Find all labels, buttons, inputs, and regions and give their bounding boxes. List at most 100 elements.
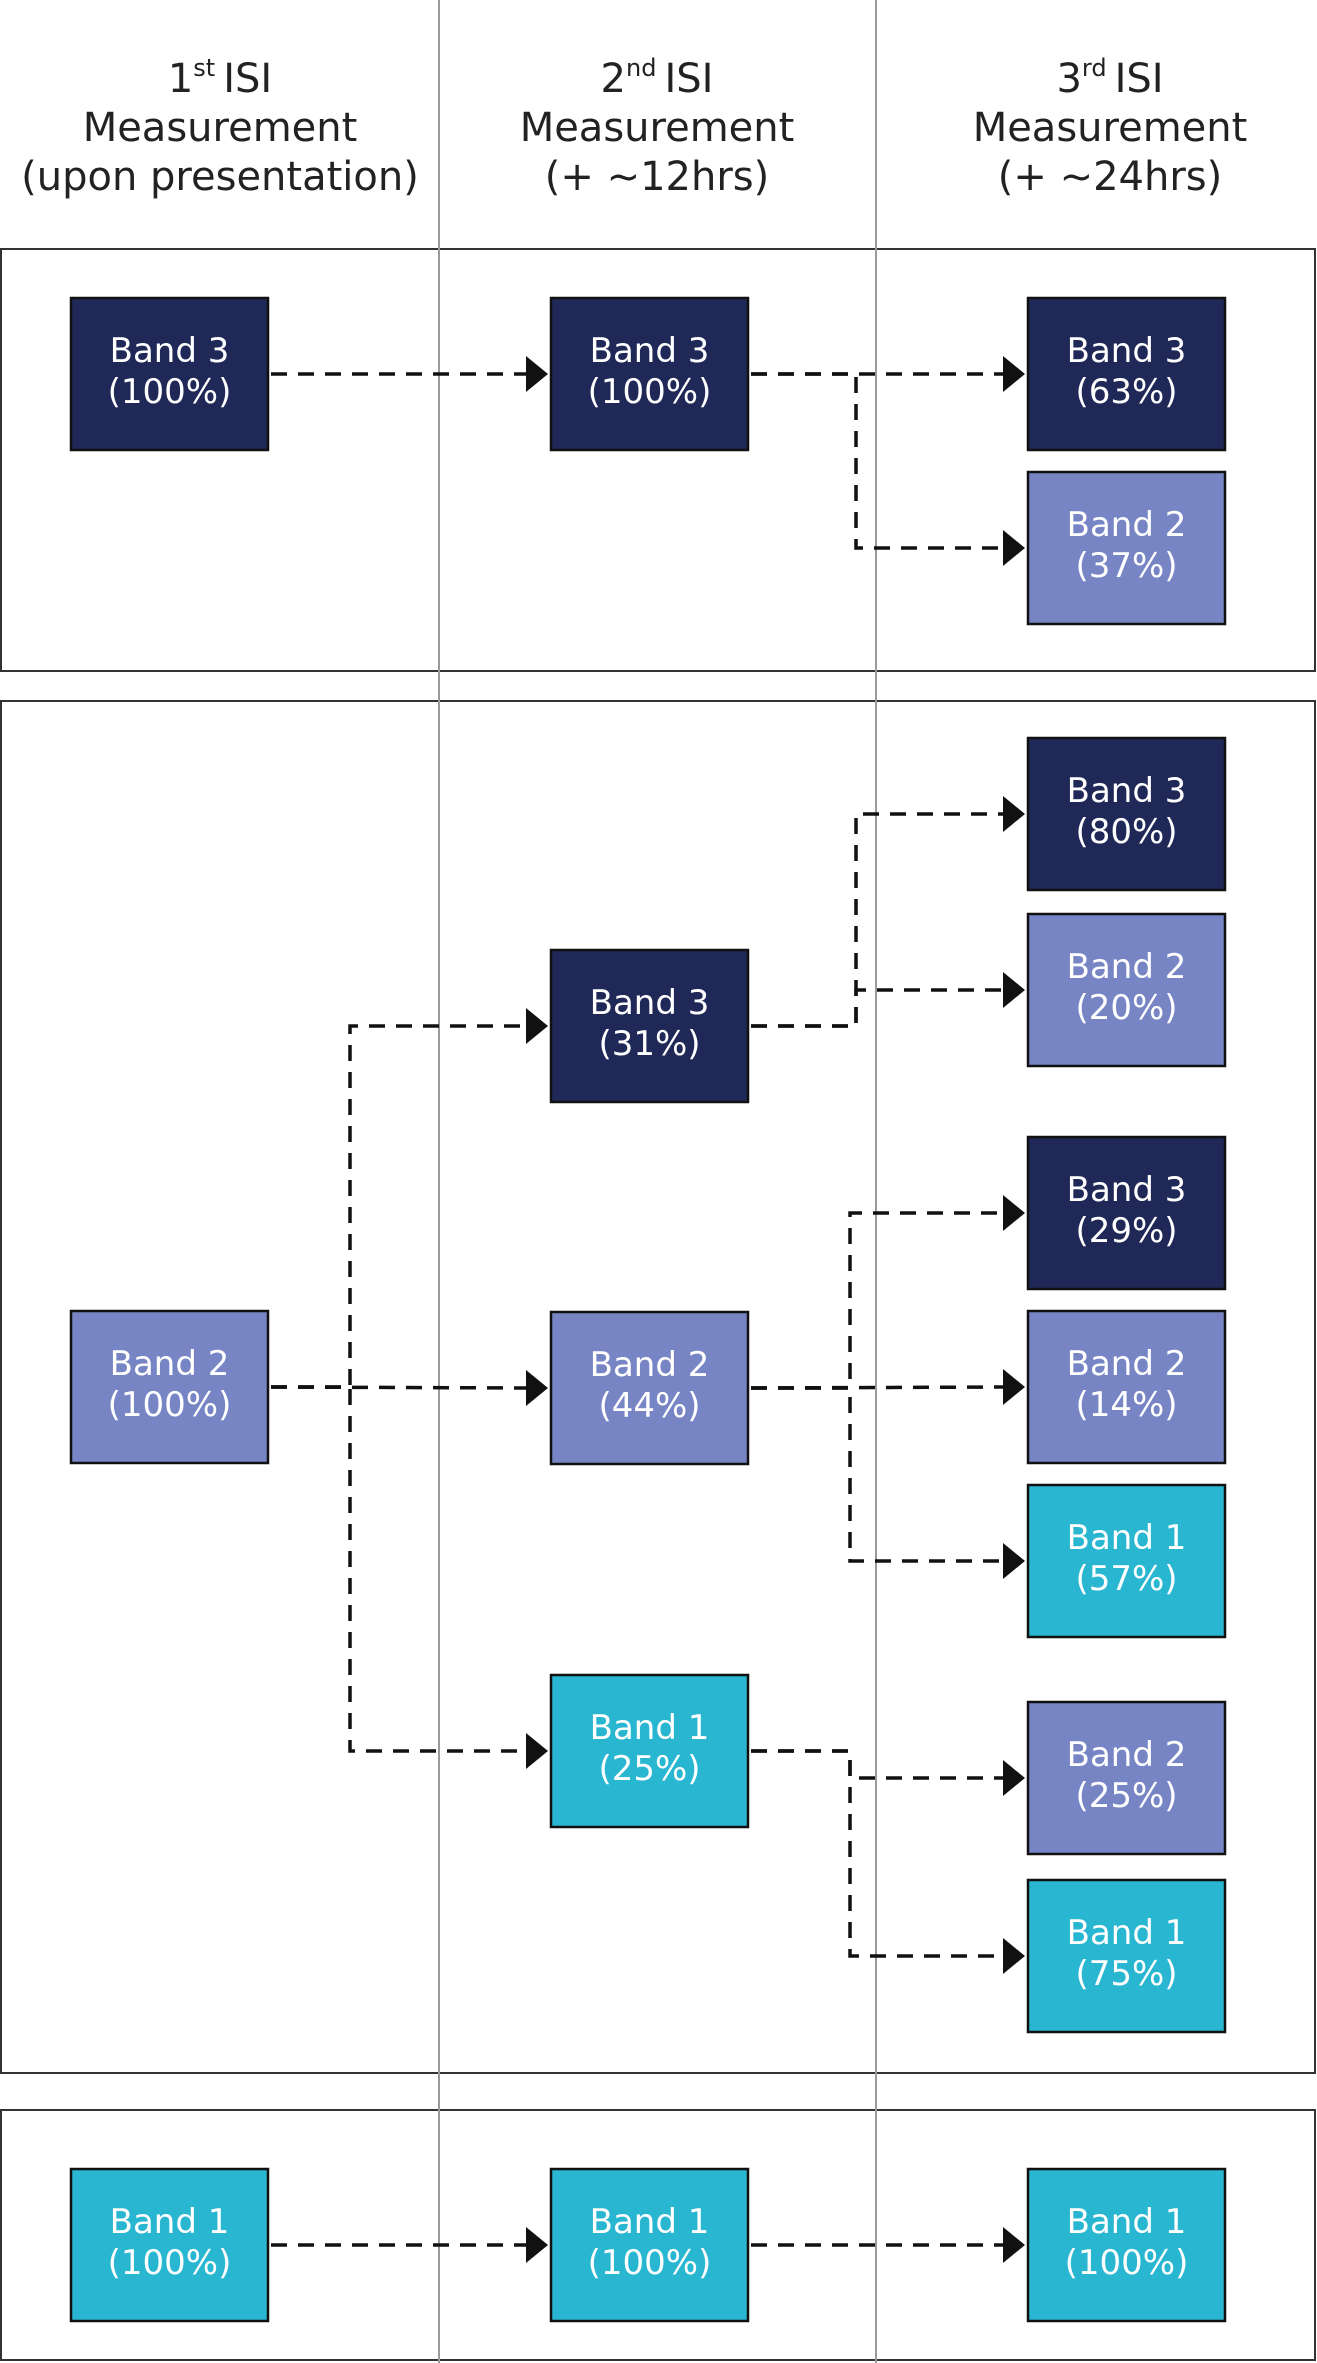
header-ordinal: 3 bbox=[1056, 56, 1081, 102]
band-percentage: (80%) bbox=[1075, 812, 1177, 852]
band-label: Band 1 bbox=[1067, 1518, 1187, 1558]
arrowhead bbox=[1003, 2227, 1025, 2263]
band-percentage: (57%) bbox=[1075, 1559, 1177, 1599]
band-box bbox=[549, 1310, 750, 1466]
transition-arrow-8 bbox=[751, 972, 1025, 1028]
band-label: Band 1 bbox=[110, 2202, 230, 2242]
band-percentage: (100%) bbox=[588, 372, 712, 412]
dashed-connector bbox=[751, 372, 1005, 550]
dashed-connector bbox=[271, 1385, 528, 1753]
band-percentage: (25%) bbox=[598, 1749, 700, 1789]
band-box bbox=[549, 296, 750, 452]
band-box bbox=[1026, 470, 1227, 626]
band-node-p2-c3a: Band 3(80%) bbox=[1026, 736, 1227, 892]
band-percentage: (44%) bbox=[598, 1386, 700, 1426]
header-word: ISI bbox=[223, 56, 272, 102]
band-label: Band 1 bbox=[590, 1708, 710, 1748]
header-timing: (upon presentation) bbox=[21, 154, 419, 200]
transition-arrow-3 bbox=[751, 372, 1025, 566]
group-panel-3 bbox=[0, 2109, 1316, 2361]
band-node-p1-c2: Band 3(100%) bbox=[549, 296, 750, 452]
header-measurement: Measurement bbox=[973, 105, 1248, 151]
band-percentage: (29%) bbox=[1075, 1211, 1177, 1251]
arrowhead bbox=[1003, 972, 1025, 1008]
band-label: Band 3 bbox=[1067, 771, 1187, 811]
band-label: Band 1 bbox=[1067, 1913, 1187, 1953]
band-label: Band 2 bbox=[1067, 1735, 1187, 1775]
band-node-p2-c2b: Band 2(44%) bbox=[549, 1310, 750, 1466]
transition-arrow-13 bbox=[751, 1749, 1025, 1974]
band-label: Band 2 bbox=[1067, 947, 1187, 987]
arrowhead bbox=[1003, 1543, 1025, 1579]
transition-arrow-4 bbox=[271, 1008, 548, 1389]
band-node-p2-c3c: Band 3(29%) bbox=[1026, 1135, 1227, 1291]
band-percentage: (100%) bbox=[108, 2243, 232, 2283]
band-percentage: (14%) bbox=[1075, 1385, 1177, 1425]
band-percentage: (25%) bbox=[1075, 1776, 1177, 1816]
band-node-p3-c1: Band 1(100%) bbox=[69, 2167, 270, 2323]
band-percentage: (100%) bbox=[108, 1385, 232, 1425]
arrowhead bbox=[1003, 530, 1025, 566]
band-box bbox=[1026, 296, 1227, 452]
band-label: Band 2 bbox=[1067, 505, 1187, 545]
band-label: Band 2 bbox=[590, 1345, 710, 1385]
band-box bbox=[69, 296, 270, 452]
band-node-p2-c3f: Band 2(25%) bbox=[1026, 1700, 1227, 1856]
band-label: Band 3 bbox=[1067, 1170, 1187, 1210]
arrowhead bbox=[526, 2227, 548, 2263]
band-node-p2-c2a: Band 3(31%) bbox=[549, 948, 750, 1104]
dashed-connector bbox=[751, 1386, 1005, 1563]
band-box bbox=[1026, 1135, 1227, 1291]
band-percentage: (100%) bbox=[1065, 2243, 1189, 2283]
band-label: Band 2 bbox=[1067, 1344, 1187, 1384]
header-word: ISI bbox=[664, 56, 713, 102]
dashed-connector bbox=[751, 988, 1005, 1028]
dashed-connector bbox=[751, 1211, 1005, 1390]
header-ordinal: 2 bbox=[601, 56, 626, 102]
band-box bbox=[1026, 1309, 1227, 1465]
band-node-p3-c3: Band 1(100%) bbox=[1026, 2167, 1227, 2323]
band-percentage: (75%) bbox=[1075, 1954, 1177, 1994]
band-node-p2-c2c: Band 1(25%) bbox=[549, 1673, 750, 1829]
header-word: ISI bbox=[1115, 56, 1164, 102]
arrowhead bbox=[1003, 1938, 1025, 1974]
transition-arrow-7 bbox=[751, 796, 1025, 1028]
band-box bbox=[1026, 1483, 1227, 1639]
band-box bbox=[549, 2167, 750, 2323]
band-node-p2-c3b: Band 2(20%) bbox=[1026, 912, 1227, 1068]
band-node-p1-c1: Band 3(100%) bbox=[69, 296, 270, 452]
header-ordinal-suffix: st bbox=[193, 54, 215, 82]
band-node-p3-c2: Band 1(100%) bbox=[549, 2167, 750, 2323]
arrowhead bbox=[1003, 1369, 1025, 1405]
band-label: Band 1 bbox=[1067, 2202, 1187, 2242]
band-node-p2-c1: Band 2(100%) bbox=[69, 1309, 270, 1465]
transition-arrow-12 bbox=[751, 1749, 1025, 1796]
header-timing: (+ ~12hrs) bbox=[545, 154, 770, 200]
transition-arrow-15 bbox=[751, 2227, 1025, 2263]
band-box bbox=[1026, 736, 1227, 892]
header-ordinal-line: 3rd ISI bbox=[1056, 54, 1163, 102]
transition-arrow-14 bbox=[271, 2227, 548, 2263]
group-panel-2 bbox=[0, 700, 1316, 2074]
band-node-p2-c3d: Band 2(14%) bbox=[1026, 1309, 1227, 1465]
arrowhead bbox=[526, 1733, 548, 1769]
header-ordinal-line: 1st ISI bbox=[168, 54, 272, 102]
band-label: Band 3 bbox=[1067, 331, 1187, 371]
transition-arrow-11 bbox=[751, 1386, 1025, 1579]
header-ordinal: 1 bbox=[168, 56, 193, 102]
transition-arrow-1 bbox=[271, 356, 548, 392]
band-label: Band 3 bbox=[590, 331, 710, 371]
header-measurement: Measurement bbox=[520, 105, 795, 151]
arrowhead bbox=[526, 1008, 548, 1044]
band-node-p2-c3e: Band 1(57%) bbox=[1026, 1483, 1227, 1639]
arrowhead bbox=[1003, 1760, 1025, 1796]
dashed-connector bbox=[751, 1749, 1005, 1780]
band-percentage: (100%) bbox=[108, 372, 232, 412]
band-label: Band 3 bbox=[590, 983, 710, 1023]
header-ordinal-suffix: rd bbox=[1082, 54, 1107, 82]
band-box bbox=[549, 1673, 750, 1829]
